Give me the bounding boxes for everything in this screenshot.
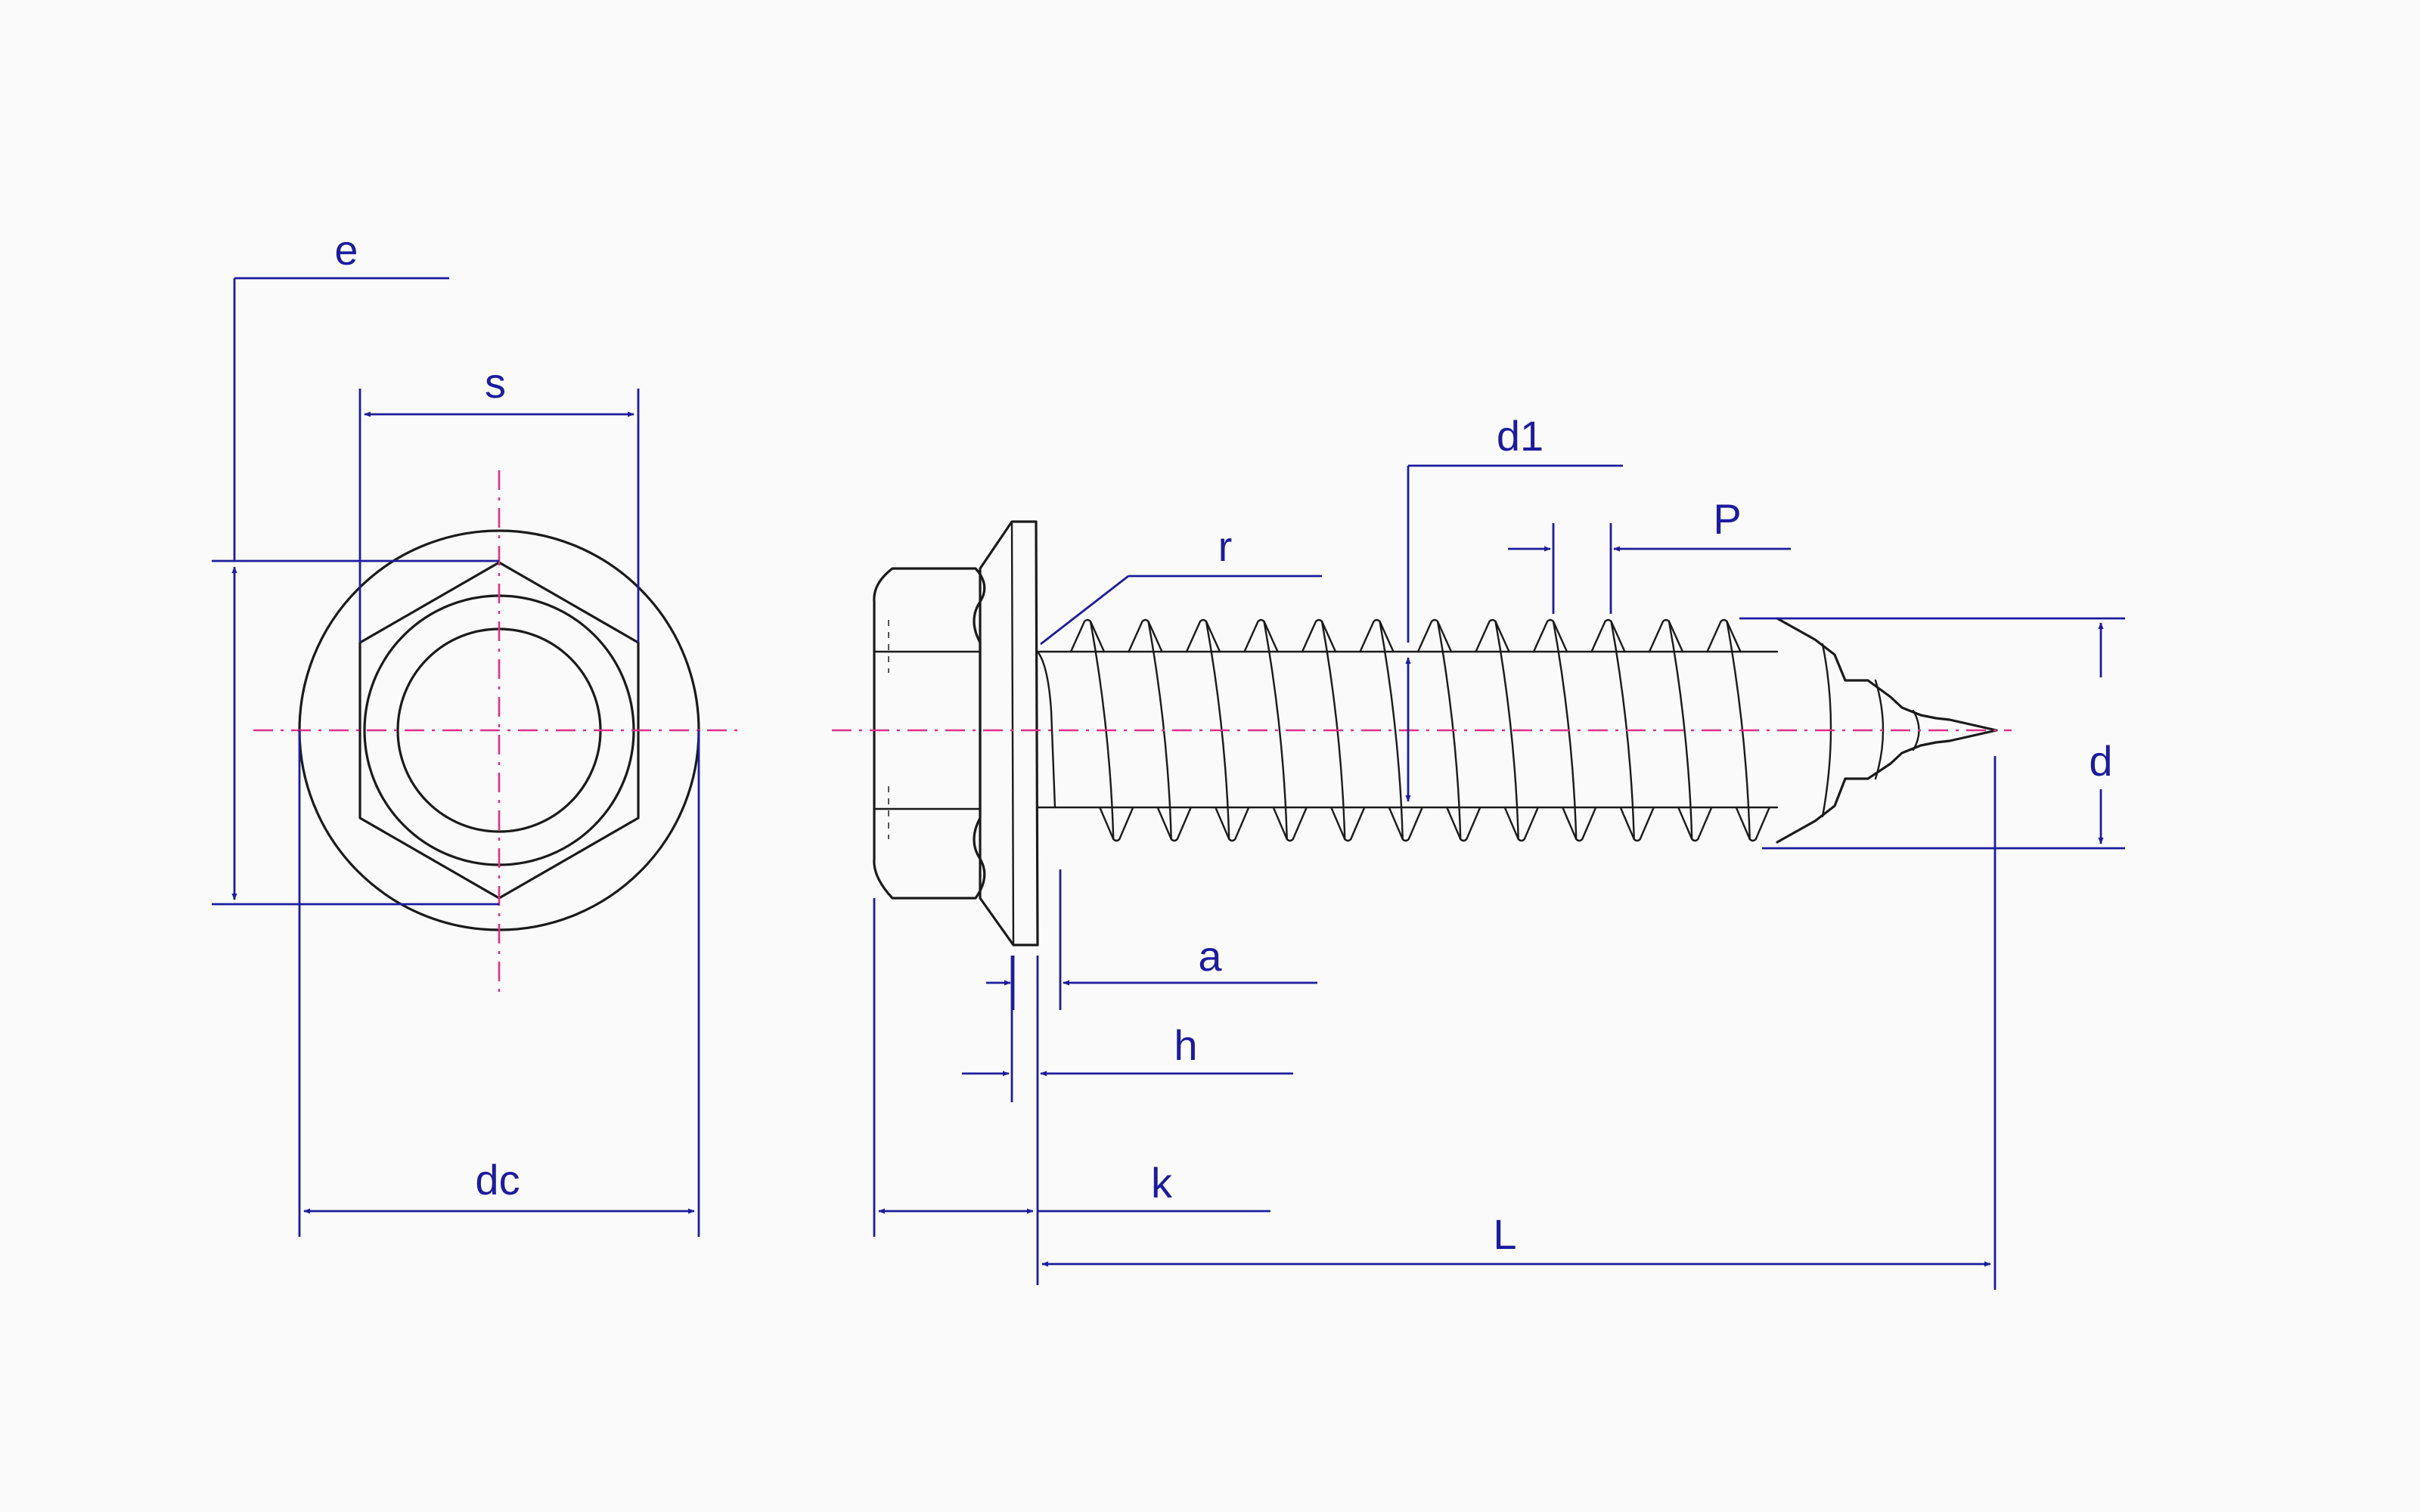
thread-crest-top <box>1359 618 1395 653</box>
dim-label-d1: d1 <box>1497 412 1544 460</box>
end-view <box>253 470 745 994</box>
thread-crest-top <box>1128 618 1163 653</box>
thread-crest-top <box>1069 618 1106 653</box>
dim-label-s: s <box>485 359 506 407</box>
thread-crest-top <box>1185 618 1221 653</box>
thread-crest-bottom <box>1330 806 1366 842</box>
thread-crest-bottom <box>1735 806 1770 842</box>
thread-crest-bottom <box>1503 806 1539 842</box>
side-view <box>832 520 2012 947</box>
dim-label-dc: dc <box>475 1156 520 1204</box>
thread-crest-bottom <box>1446 806 1481 842</box>
dim-label-L: L <box>1493 1210 1516 1258</box>
thread-crest-top <box>1590 618 1626 653</box>
thread-helix-line <box>1494 620 1519 841</box>
dim-label-k: k <box>1151 1159 1173 1207</box>
thread-crest-bottom <box>1677 806 1713 842</box>
thread-helix-line <box>1379 620 1404 841</box>
thread-crest-top <box>1648 618 1684 653</box>
dimensions: e s dc r d1 P d <box>212 226 2125 1290</box>
thread-crest-top <box>1416 618 1453 653</box>
thread-profile <box>1069 618 1770 842</box>
thread-crest-top <box>1243 618 1279 653</box>
thread-crest-top <box>1706 618 1742 653</box>
thread-helix-line <box>1668 620 1693 841</box>
dim-label-e: e <box>334 226 358 274</box>
dim-label-h: h <box>1174 1021 1197 1069</box>
thread-helix-line <box>1263 620 1288 841</box>
thread-crest-bottom <box>1562 806 1597 842</box>
thread-crest-bottom <box>1619 806 1655 842</box>
thread-crest-top <box>1475 618 1510 653</box>
flange-face <box>1010 520 1015 947</box>
point-thread-1 <box>1821 643 1832 818</box>
neck-fillet <box>1036 650 1056 809</box>
thread-crest-top <box>1301 618 1337 653</box>
dim-label-r: r <box>1218 522 1233 570</box>
thread-crest-bottom <box>1156 806 1192 842</box>
dim-label-P: P <box>1713 495 1741 543</box>
thread-crest-bottom <box>1099 806 1134 842</box>
thread-crest-bottom <box>1272 806 1308 842</box>
flange <box>979 520 1039 947</box>
dim-label-d: d <box>2089 737 2112 785</box>
thread-crest-bottom <box>1215 806 1250 842</box>
thread-crest-top <box>1532 618 1568 653</box>
gimlet-point <box>1776 617 1998 844</box>
thread-crest-bottom <box>1388 806 1423 842</box>
dim-label-a: a <box>1198 932 1222 980</box>
hex-head <box>873 567 986 900</box>
